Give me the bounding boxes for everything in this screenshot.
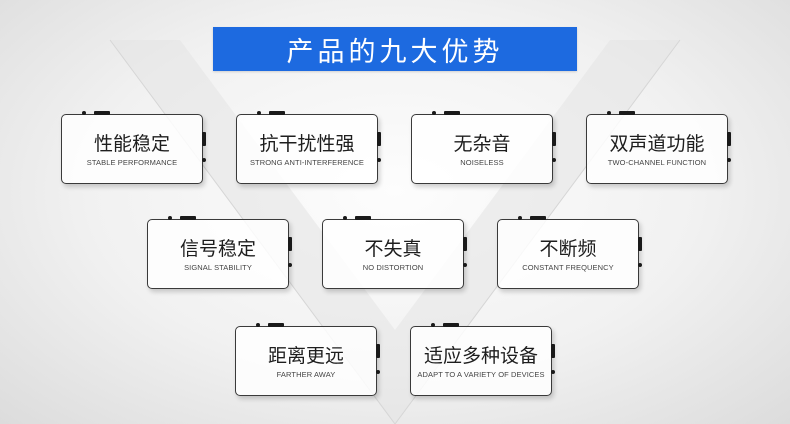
feature-title: 性能稳定: [93, 133, 170, 155]
card-side-bar: [638, 237, 642, 251]
card-side-dot: [377, 158, 381, 162]
card-corner-dot: [168, 216, 172, 220]
card-corner-dot: [343, 216, 347, 220]
feature-title: 不断频: [539, 238, 597, 260]
card-corner-tab: [180, 216, 196, 220]
feature-card-noiseless: 无杂音 NOISELESS: [411, 111, 556, 184]
feature-title: 不失真: [364, 238, 422, 260]
card-corner-dot: [256, 323, 260, 327]
feature-card-stable-performance: 性能稳定 STABLE PERFORMANCE: [61, 111, 206, 184]
feature-title: 适应多种设备: [423, 345, 538, 367]
card-side-bar: [463, 237, 467, 251]
card-corner-tab: [530, 216, 546, 220]
card-corner-dot: [431, 323, 435, 327]
card-corner-tab: [619, 111, 635, 115]
feature-card-signal-stability: 信号稳定 SIGNAL STABILITY: [147, 216, 292, 289]
card-corner-tab: [444, 111, 460, 115]
card-corner-tab: [94, 111, 110, 115]
card-corner-tab: [443, 323, 459, 327]
feature-subtitle: NOISELESS: [460, 158, 504, 167]
card-side-bar: [202, 132, 206, 146]
card-corner-tab: [269, 111, 285, 115]
card-side-dot: [202, 158, 206, 162]
feature-title: 信号稳定: [179, 238, 256, 260]
card-side-bar: [288, 237, 292, 251]
feature-card-constant-frequency: 不断频 CONSTANT FREQUENCY: [497, 216, 642, 289]
card-side-dot: [552, 158, 556, 162]
feature-subtitle: STRONG ANTI-INTERFERENCE: [249, 158, 365, 167]
card-side-dot: [463, 263, 467, 267]
feature-title: 双声道功能: [609, 133, 705, 155]
feature-card-two-channel: 双声道功能 TWO-CHANNEL FUNCTION: [586, 111, 731, 184]
card-side-dot: [727, 158, 731, 162]
feature-title: 距离更远: [267, 345, 344, 367]
card-side-bar: [377, 132, 381, 146]
feature-card-no-distortion: 不失真 NO DISTORTION: [322, 216, 467, 289]
feature-subtitle: TWO-CHANNEL FUNCTION: [607, 158, 707, 167]
card-side-dot: [288, 263, 292, 267]
feature-subtitle: SIGNAL STABILITY: [184, 263, 252, 272]
card-corner-tab: [268, 323, 284, 327]
feature-subtitle: NO DISTORTION: [362, 263, 424, 272]
card-side-bar: [551, 344, 555, 358]
card-corner-dot: [518, 216, 522, 220]
feature-card-farther-away: 距离更远 FARTHER AWAY: [235, 323, 380, 396]
card-corner-dot: [432, 111, 436, 115]
feature-subtitle: ADAPT TO A VARIETY OF DEVICES: [417, 370, 545, 379]
card-side-dot: [376, 370, 380, 374]
card-side-bar: [552, 132, 556, 146]
banner-title: 产品的九大优势: [286, 36, 504, 68]
feature-card-adapt-devices: 适应多种设备 ADAPT TO A VARIETY OF DEVICES: [410, 323, 555, 396]
feature-card-strong-anti-interference: 抗干扰性强 STRONG ANTI-INTERFERENCE: [236, 111, 381, 184]
card-side-bar: [727, 132, 731, 146]
title-banner: 产品的九大优势: [213, 27, 577, 71]
feature-subtitle: FARTHER AWAY: [276, 370, 336, 379]
card-corner-dot: [607, 111, 611, 115]
feature-title: 无杂音: [453, 133, 511, 155]
feature-title: 抗干扰性强: [259, 133, 355, 155]
card-corner-dot: [82, 111, 86, 115]
card-corner-tab: [355, 216, 371, 220]
card-corner-dot: [257, 111, 261, 115]
card-side-dot: [551, 370, 555, 374]
card-side-dot: [638, 263, 642, 267]
feature-subtitle: CONSTANT FREQUENCY: [522, 263, 614, 272]
feature-subtitle: STABLE PERFORMANCE: [86, 158, 178, 167]
card-side-bar: [376, 344, 380, 358]
